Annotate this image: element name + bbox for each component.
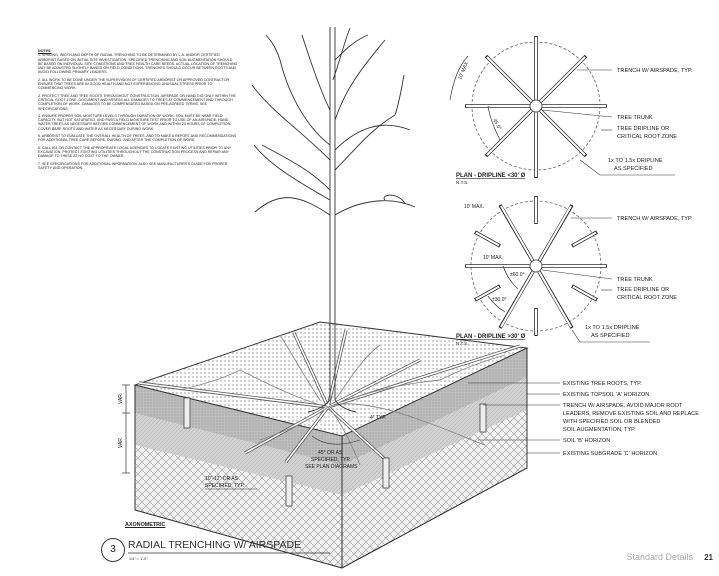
callout-soil-b: SOIL 'B' HORIZON bbox=[563, 438, 610, 444]
axonometric-caption: AXONOMETRIC bbox=[125, 522, 166, 528]
callout-topsoil: EXISTING TOPSOIL 'A' HORIZON bbox=[563, 392, 649, 398]
plan-large-trunk-label: TREE TRUNK bbox=[617, 277, 653, 283]
plan-large-dim-angle-30: ±30.0° bbox=[492, 297, 506, 303]
note-7: 7. SEE SPECIFICATIONS FOR ADDITIONAL INF… bbox=[38, 161, 228, 170]
angle-note-3: SEE PLAN DIAGRAMS bbox=[305, 464, 358, 470]
general-notes: NOTES: 1. SPACING, WIDTH AND DEPTH OF RA… bbox=[38, 49, 238, 173]
depth-note-1: 10"-12" OR AS bbox=[205, 476, 239, 482]
trench-sections bbox=[183, 397, 487, 507]
var-bottom-label: VAR. bbox=[118, 437, 124, 448]
trench-width-label: 4" TYP. bbox=[370, 415, 386, 421]
plan-small-scale: N.T.S. bbox=[456, 180, 469, 185]
plan-small-dim-angle: 45.0° bbox=[491, 118, 502, 131]
note-1: 1. SPACING, WIDTH AND DEPTH OF RADIAL TR… bbox=[38, 53, 238, 75]
plan-small-caption: PLAN - DRIPLINE <30' Ø bbox=[456, 173, 526, 179]
footer-page-number: 21 bbox=[704, 553, 713, 562]
soil-b-horizon-left bbox=[135, 412, 342, 495]
note-2: 2. ALL WORK TO BE DONE UNDER THE SUPERVI… bbox=[38, 77, 231, 91]
var-dimensions bbox=[122, 384, 130, 474]
callout-leaders bbox=[468, 382, 560, 454]
plan-small-extent-label-1: 1x TO 1.5x DRIPLINE bbox=[608, 158, 663, 164]
plan-large-scale: N.T.S. bbox=[456, 341, 469, 346]
tree-trunk-circle-large bbox=[529, 259, 543, 273]
note-5: 5. ARBORIST TO EVALUATE THE OVERALL HEAL… bbox=[38, 134, 237, 143]
plan-dripline-large: 10' MAX. 10' MAX. ±60.0° ±30.0° TRENCH W… bbox=[456, 196, 693, 346]
callout-trench-line-1: TRENCH W/ AIRSPADE, AVOID MAJOR ROOT bbox=[563, 403, 683, 409]
plan-small-dripline-label-1: TREE DRIPLINE OR bbox=[617, 126, 669, 132]
plan-large-dripline-label-1: TREE DRIPLINE OR bbox=[617, 287, 669, 293]
plan-small-dripline-label-2: CRITICAL ROOT ZONE bbox=[617, 134, 677, 140]
detail-number-bubble: 3 bbox=[101, 538, 125, 562]
callout-trench-line-4: SOIL AUGMENTATION, TYP. bbox=[563, 427, 636, 433]
topsoil-a-horizon-right bbox=[342, 348, 527, 465]
plan-large-caption: PLAN - DRIPLINE >30' Ø bbox=[456, 334, 526, 340]
plan-small-extent-label-2: AS SPECIFIED bbox=[614, 166, 653, 172]
detail-scale: 1/4" = 1'-0" bbox=[129, 557, 148, 561]
note-3: 3. PROTECT TREE AND TREE ROOTS THROUGHOU… bbox=[38, 93, 236, 111]
detail-title: RADIAL TRENCHING W/ AIRSPADE bbox=[128, 539, 302, 551]
angle-note-2: SPECIFIED, TYP. bbox=[311, 457, 351, 463]
plan-small-trench-label: TRENCH W/ AIRSPADE, TYP. bbox=[617, 68, 693, 74]
plan-dripline-small: 10' MAX. 45.0° TRENCH W/ AIRSPADE, TYP. … bbox=[449, 36, 693, 185]
callout-trench-line-3: WITH SPECIFIED SOIL OR BLENDED bbox=[563, 419, 660, 425]
note-4: 4. ENSURE PROPER SOIL MOISTURE LEVELS TH… bbox=[38, 113, 232, 131]
plan-large-trench-label: TRENCH W/ AIRSPADE, TYP. bbox=[617, 216, 693, 222]
tree-illustration bbox=[251, 27, 416, 413]
plan-large-dim-spacing-inner: 10' MAX. bbox=[483, 255, 503, 261]
plan-large-dim-angle-60: ±60.0° bbox=[510, 272, 524, 278]
callout-tree-roots: EXISTING TREE ROOTS, TYP. bbox=[563, 381, 642, 387]
callout-trench-line-2: LEADERS, REMOVE EXISTING SOIL AND REPLAC… bbox=[563, 411, 699, 417]
notes-title: NOTES: bbox=[38, 49, 52, 53]
angle-note-1: 45° OR AS bbox=[318, 450, 343, 456]
var-top-label: VAR. bbox=[118, 393, 124, 404]
depth-note-2: SPECIFIED, TYP. bbox=[205, 483, 245, 489]
axonometric-block: VAR. VAR. 4" TYP. 45° OR AS SPECIFIED, T… bbox=[118, 321, 699, 569]
plan-large-dripline-label-2: CRITICAL ROOT ZONE bbox=[617, 295, 677, 301]
plan-large-dim-spacing-outer: 10' MAX. bbox=[464, 204, 484, 210]
plan-large-extent-label-2: AS SPECIFIED bbox=[591, 333, 630, 339]
plan-large-extent-label-1: 1x TO 1.5x DRIPLINE bbox=[585, 325, 640, 331]
footer-section-title: Standard Details bbox=[626, 552, 693, 562]
ground-surface bbox=[133, 321, 529, 437]
note-6: 6. CALL 811 OR CONTACT THE APPROPRIATE L… bbox=[38, 145, 232, 159]
plan-small-dim-spacing: 10' MAX. bbox=[457, 60, 470, 81]
plan-small-trunk-label: TREE TRUNK bbox=[617, 115, 653, 121]
tree-trunk-circle bbox=[529, 99, 543, 113]
callout-subgrade-c: EXISTING SUBGRADE 'C' HORIZON bbox=[563, 451, 657, 457]
